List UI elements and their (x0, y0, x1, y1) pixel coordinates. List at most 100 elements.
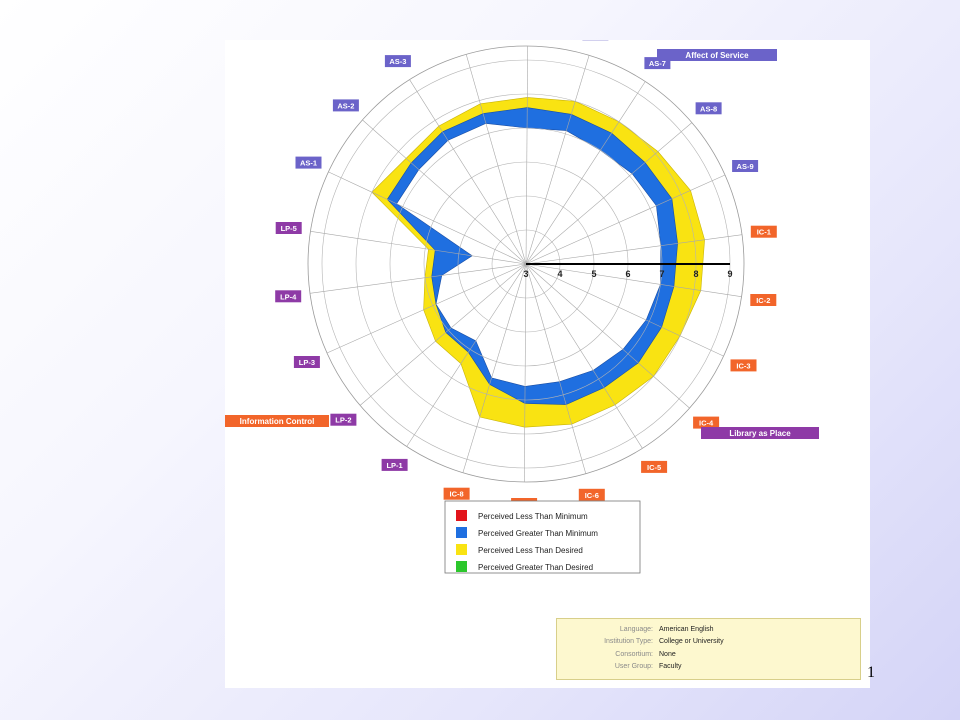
info-value: Faculty (659, 663, 682, 671)
scale-tick-label: 7 (659, 269, 664, 279)
axis-label-lp-4: LP-4 (275, 290, 302, 303)
axis-label-text: AS-9 (737, 162, 754, 171)
info-key: Consortium: (615, 650, 653, 658)
spoke (362, 119, 527, 265)
axis-label-as-8: AS-8 (695, 102, 722, 115)
axis-label-text: AS-2 (337, 101, 354, 110)
axis-label-as-3: AS-3 (384, 55, 411, 68)
axis-label-lp-3: LP-3 (293, 356, 320, 368)
spoke (525, 174, 726, 265)
axis-label-box (693, 416, 720, 429)
spoke (406, 263, 527, 447)
axis-label-box (330, 413, 357, 426)
info-key: Institution Type: (604, 638, 653, 646)
axis-label-box (275, 290, 302, 303)
axis-label-ic-6: IC-6 (578, 488, 605, 501)
spoke (525, 81, 646, 265)
axis-label-box (443, 487, 470, 500)
axis-label-ic-2: IC-2 (750, 294, 777, 306)
dimension-title-affect-of-service: Affect of Service (657, 49, 777, 61)
page-number: 1 (867, 664, 875, 681)
legend-box (444, 500, 641, 574)
axis-label-box (730, 359, 757, 372)
spoke (359, 263, 527, 406)
axis-label-lp-2: LP-2 (330, 413, 357, 426)
dimension-title-box (657, 49, 777, 61)
spoke (525, 55, 590, 265)
axis-label-text: AS-3 (389, 57, 406, 66)
info-row-user-group: User Group: Faculty (557, 661, 860, 674)
axis-label-box (750, 225, 777, 238)
scale-tick-label: 4 (557, 269, 562, 279)
axis-label-text: LP-3 (299, 358, 315, 367)
axis-label-ic-5: IC-5 (641, 460, 668, 473)
dimension-title-text: Library as Place (729, 429, 791, 438)
legend-swatch (456, 527, 467, 538)
axis-label-box (732, 160, 759, 172)
info-value: College or University (659, 638, 724, 646)
axis-label-box (293, 356, 320, 368)
spoke (523, 263, 527, 483)
radar-grid (307, 45, 745, 483)
axis-label-box (381, 458, 408, 471)
dimension-title-library-as-place: Library as Place (701, 427, 819, 439)
legend-label: Perceived Less Than Desired (478, 546, 583, 555)
axis-label-ic-1: IC-1 (750, 225, 777, 238)
info-row-institution-type: Institution Type: College or University (557, 636, 860, 649)
axis-label-box (641, 460, 668, 473)
scale-tick-label: 3 (523, 269, 528, 279)
legend-swatch (456, 561, 467, 572)
axis-label-box (295, 156, 322, 169)
spoke (525, 45, 529, 265)
info-key: Language: (619, 625, 653, 633)
spoke (525, 263, 587, 474)
axis-label-text: IC-2 (756, 296, 770, 305)
axis-label-box (384, 55, 411, 68)
spoke (525, 263, 690, 409)
info-row-consortium: Consortium: None (557, 648, 860, 661)
axis-label-lp-1: LP-1 (381, 458, 408, 471)
axis-label-text: IC-3 (736, 361, 750, 370)
axis-label-text: IC-4 (699, 419, 714, 428)
legend-label: Perceived Greater Than Minimum (478, 529, 598, 538)
axis-label-as-2: AS-2 (332, 99, 359, 112)
dimension-title-text: Affect of Service (685, 51, 749, 60)
axis-label-text: LP-4 (280, 292, 297, 301)
axis-label-box (275, 222, 302, 234)
axis-label-box (695, 102, 722, 115)
axis-label-as-9: AS-9 (732, 160, 759, 172)
dimension-title-box (701, 427, 819, 439)
axis-label-text: LP-5 (281, 224, 297, 233)
spoke (525, 234, 743, 265)
dimension-title-text: Information Control (240, 417, 315, 426)
spoke (409, 79, 527, 265)
radar-chart: 3456789AS-1AS-2AS-3AS-4AS-5AS-6AS-7AS-8A… (225, 40, 819, 574)
axis-label-box (332, 99, 359, 112)
info-row-language: Language: American English (557, 623, 860, 636)
info-value: American English (659, 625, 714, 633)
dimension-title-box (225, 415, 329, 427)
survey-info-box: Language: American English Institution T… (556, 618, 861, 680)
legend-label: Perceived Less Than Minimum (478, 512, 588, 521)
scale-tick-label: 9 (727, 269, 732, 279)
axis-label-text: IC-5 (647, 463, 661, 472)
spoke (525, 263, 742, 297)
axis-label-text: IC-1 (757, 228, 771, 237)
spoke (309, 263, 527, 294)
spoke (465, 54, 527, 265)
axis-label-text: IC-8 (450, 490, 464, 499)
axis-label-text: LP-1 (386, 461, 402, 470)
axis-label-box (578, 488, 605, 501)
axis-label-lp-5: LP-5 (275, 222, 302, 234)
axis-label-ic-8: IC-8 (443, 487, 470, 500)
axis-label-text: AS-1 (300, 159, 317, 168)
legend-swatch (456, 510, 467, 521)
axis-label-text: LP-2 (335, 416, 351, 425)
spoke (328, 171, 527, 265)
spoke (326, 263, 527, 354)
dimension-title-information-control: Information Control (225, 415, 329, 427)
scale-tick-label: 6 (625, 269, 630, 279)
spoke (525, 122, 693, 265)
spoke (310, 231, 527, 265)
